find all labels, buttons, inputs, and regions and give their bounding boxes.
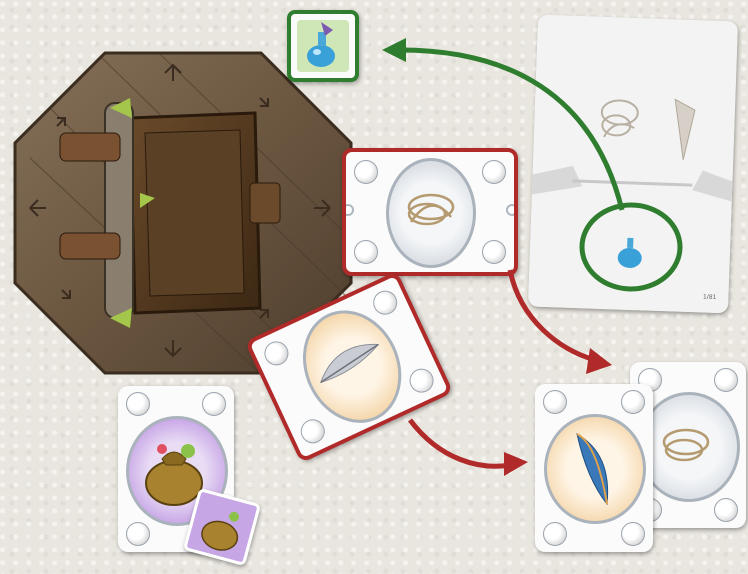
potion-icon [291, 14, 355, 78]
rope-icon [391, 172, 471, 252]
red-move-arrow-top [490, 260, 620, 380]
feather-card-result[interactable] [535, 384, 653, 552]
feather-result-icon [557, 424, 629, 514]
red-move-arrow-bottom [400, 400, 540, 490]
rope-result-icon [650, 412, 722, 482]
loot-sack-token-icon [186, 491, 257, 562]
ledger-page-number: 1/81 [703, 294, 717, 301]
rope-card[interactable] [342, 148, 518, 276]
potion-token[interactable] [287, 10, 359, 82]
